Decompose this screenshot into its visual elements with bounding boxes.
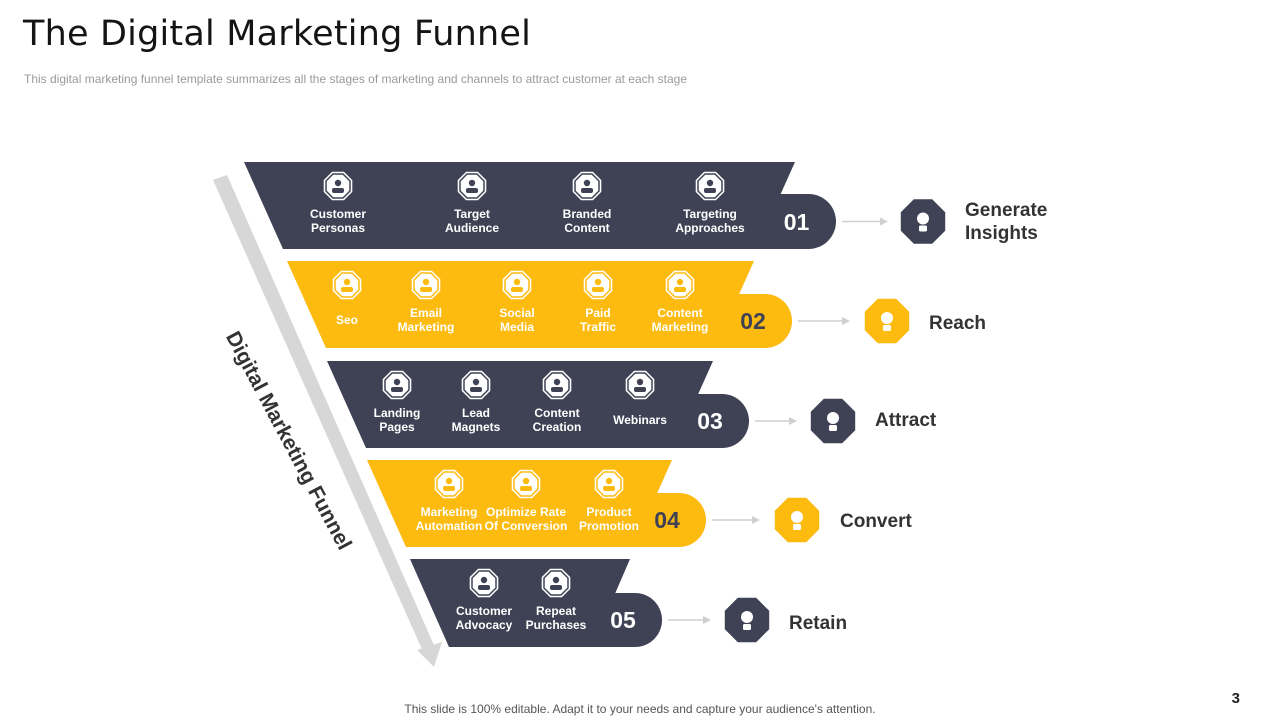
repeat-purchase-icon <box>541 568 571 598</box>
automation-icon <box>434 469 464 499</box>
funnel-stage-03 <box>327 361 856 448</box>
funnel-stage-04 <box>367 460 820 547</box>
convert-check-icon <box>774 497 820 543</box>
network-people-icon <box>864 298 910 344</box>
funnel-band <box>287 261 754 348</box>
conversion-rate-icon <box>511 469 541 499</box>
target-icon <box>695 171 725 201</box>
funnel-band <box>327 361 713 448</box>
stage-number: 02 <box>740 308 766 334</box>
lead-magnet-icon <box>461 370 491 400</box>
document-icon <box>572 171 602 201</box>
stage-number: 04 <box>654 507 680 533</box>
content-creation-icon <box>542 370 572 400</box>
stage-name: Attract <box>875 410 937 431</box>
stage-name: Retain <box>789 613 848 634</box>
page-subtitle: This digital marketing funnel template s… <box>24 72 687 86</box>
magnet-icon <box>810 398 856 444</box>
lightbulb-icon <box>900 199 946 244</box>
audience-icon <box>457 171 487 201</box>
seo-gear-icon <box>332 270 362 300</box>
page-number: 3 <box>1231 690 1240 707</box>
stage-name: Reach <box>929 313 987 334</box>
footer-note: This slide is 100% editable. Adapt it to… <box>404 702 876 716</box>
stage-number: 05 <box>610 607 636 633</box>
funnel-stage-01 <box>244 162 946 249</box>
webinar-icon <box>625 370 655 400</box>
envelope-icon <box>411 270 441 300</box>
social-network-icon <box>502 270 532 300</box>
persona-cart-icon <box>323 171 353 201</box>
retain-user-icon <box>724 597 770 643</box>
page-title: The Digital Marketing Funnel <box>23 14 532 54</box>
megaphone-icon <box>594 469 624 499</box>
people-icon <box>583 270 613 300</box>
funnel-direction-arrow <box>213 175 442 667</box>
stage-number: 03 <box>697 408 723 434</box>
monitor-icon <box>382 370 412 400</box>
stage-name: Convert <box>840 511 912 532</box>
funnel-item-label: Webinars <box>613 413 667 427</box>
funnel-item-label: Seo <box>335 313 358 327</box>
stage-number: 01 <box>783 208 810 235</box>
funnel-band <box>410 559 630 647</box>
funnel-band <box>244 162 795 249</box>
content-doc-icon <box>665 270 695 300</box>
advocacy-icon <box>469 568 499 598</box>
funnel-stage-05 <box>410 559 770 647</box>
funnel-stage-02 <box>287 261 910 348</box>
